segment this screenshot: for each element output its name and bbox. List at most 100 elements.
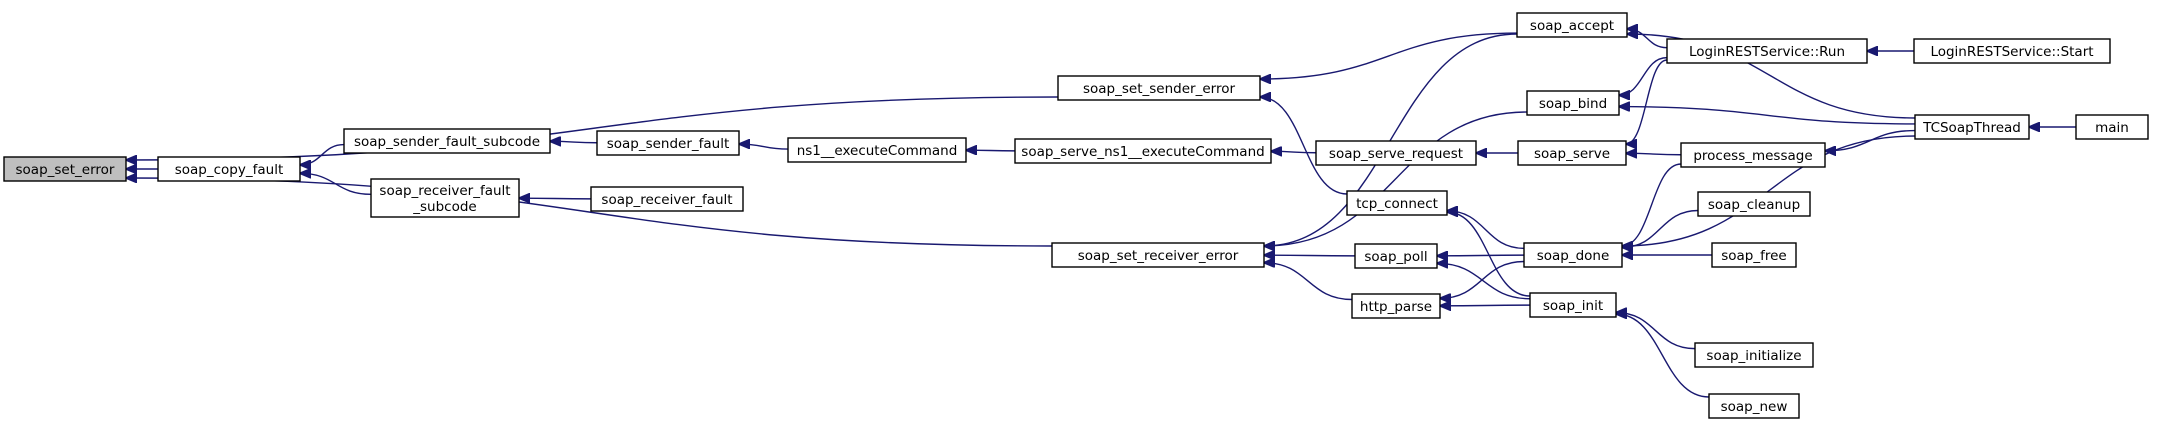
node-label: soap_set_receiver_error bbox=[1078, 248, 1239, 264]
node-soap-set-sender-error[interactable]: soap_set_sender_error bbox=[1057, 75, 1261, 101]
node-label: soap_serve_ns1__executeCommand bbox=[1021, 144, 1264, 160]
edge-soap-initialize-to-soap-init bbox=[1616, 313, 1696, 350]
node-label: soap_init bbox=[1543, 298, 1603, 314]
node-label: soap_serve_request bbox=[1329, 146, 1463, 162]
node-soap-done[interactable]: soap_done bbox=[1523, 242, 1623, 268]
edge-soap-sender-fault-to-soap-sender-fault-subcode bbox=[550, 141, 598, 142]
node-soap-copy-fault[interactable]: soap_copy_fault bbox=[157, 156, 301, 182]
node-box bbox=[590, 186, 744, 212]
node-label: process_message bbox=[1693, 148, 1812, 164]
node-label: TCSoapThread bbox=[1922, 120, 2021, 136]
edge-soap-receiver-fault-subcode-to-soap-copy-fault bbox=[300, 173, 372, 196]
node-label: tcp_connect bbox=[1356, 196, 1438, 212]
node-tcp-connect[interactable]: tcp_connect bbox=[1346, 190, 1448, 216]
nodes-layer: soap_set_error soap_copy_fault soap_set_se… bbox=[3, 12, 2149, 419]
edge-soap-set-sender-error-to-soap-set-error bbox=[126, 96, 1059, 160]
edge-tcsoapthread-to-soap-accept bbox=[1627, 34, 1916, 119]
node-box bbox=[2075, 114, 2149, 140]
node-label: soap_cleanup bbox=[1708, 197, 1800, 213]
node-box bbox=[596, 130, 740, 156]
node-label: soap_free bbox=[1721, 248, 1787, 264]
node-box bbox=[370, 178, 520, 218]
edge-soap-init-to-tcp-connect bbox=[1447, 212, 1531, 297]
edge-soap-init-to-http-parse bbox=[1440, 305, 1531, 306]
edge-soap-serve-request-to-soap-serve-ns1-executecommand bbox=[1271, 151, 1317, 152]
node-label: soap_receiver_fault bbox=[379, 183, 510, 199]
node-soap-cleanup[interactable]: soap_cleanup bbox=[1697, 191, 1811, 217]
node-soap-sender-fault-subcode[interactable]: soap_sender_fault_subcode bbox=[343, 128, 551, 154]
edge-soap-poll-to-soap-set-receiver-error bbox=[1264, 255, 1356, 256]
node-soap-free[interactable]: soap_free bbox=[1711, 242, 1797, 268]
node-process-message[interactable]: process_message bbox=[1680, 142, 1826, 168]
node-label: soap_sender_fault_subcode bbox=[354, 134, 540, 150]
edge-soap-done-to-tcp-connect bbox=[1447, 211, 1525, 250]
node-http-parse[interactable]: http_parse bbox=[1351, 293, 1441, 319]
node-soap-new[interactable]: soap_new bbox=[1708, 393, 1800, 419]
edge-loginrestservice-run-to-soap-accept bbox=[1627, 29, 1668, 49]
edge-tcsoapthread-to-soap-done bbox=[1622, 135, 1916, 246]
node-box bbox=[1526, 90, 1620, 116]
node-soap-sender-fault[interactable]: soap_sender_fault bbox=[596, 130, 740, 156]
node-label: soap_set_error bbox=[16, 162, 115, 178]
node-box bbox=[1529, 292, 1617, 318]
node-box bbox=[1708, 393, 1800, 419]
node-box bbox=[3, 156, 127, 182]
node-label: main bbox=[2095, 120, 2129, 136]
node-soap-serve[interactable]: soap_serve bbox=[1517, 140, 1627, 166]
node-soap-serve-ns1-executecommand[interactable]: soap_serve_ns1__executeCommand bbox=[1014, 138, 1272, 164]
node-label: soap_receiver_fault bbox=[601, 192, 732, 208]
edge-soap-accept-to-soap-set-receiver-error bbox=[1264, 33, 1518, 246]
node-box bbox=[1694, 342, 1814, 368]
node-box bbox=[1354, 243, 1438, 269]
node-label: soap_serve bbox=[1534, 146, 1610, 162]
edges-layer bbox=[126, 29, 2076, 398]
node-label: soap_copy_fault bbox=[175, 162, 284, 178]
node-label: soap_initialize bbox=[1706, 348, 1801, 364]
edge-http-parse-to-soap-set-receiver-error bbox=[1264, 263, 1353, 301]
node-box bbox=[1057, 75, 1261, 101]
edge-tcp-connect-to-soap-set-sender-error bbox=[1260, 97, 1348, 195]
edge-soap-sender-fault-subcode-to-soap-copy-fault bbox=[300, 143, 345, 165]
node-box bbox=[787, 137, 967, 163]
node-soap-set-error[interactable]: soap_set_error bbox=[3, 156, 127, 182]
node-label: soap_new bbox=[1721, 399, 1788, 415]
node-loginrestservice-run[interactable]: LoginRESTService::Run bbox=[1666, 38, 1868, 64]
edge-process-message-to-soap-done bbox=[1622, 163, 1682, 246]
node-soap-bind[interactable]: soap_bind bbox=[1526, 90, 1620, 116]
node-main[interactable]: main bbox=[2075, 114, 2149, 140]
node-box bbox=[1914, 114, 2030, 140]
edge-tcsoapthread-to-soap-bind bbox=[1619, 107, 1916, 125]
node-soap-initialize[interactable]: soap_initialize bbox=[1694, 342, 1814, 368]
node-soap-accept[interactable]: soap_accept bbox=[1516, 12, 1628, 38]
node-label: soap_done bbox=[1537, 248, 1610, 264]
edge-soap-bind-to-soap-set-receiver-error bbox=[1264, 111, 1528, 246]
node-label: soap_bind bbox=[1539, 96, 1607, 112]
edge-soap-new-to-soap-init bbox=[1616, 314, 1710, 398]
node-label: _subcode bbox=[412, 199, 476, 215]
node-loginrestservice-start[interactable]: LoginRESTService::Start bbox=[1913, 38, 2111, 64]
node-label: http_parse bbox=[1360, 299, 1432, 315]
node-box bbox=[1913, 38, 2111, 64]
node-soap-receiver-fault[interactable]: soap_receiver_fault bbox=[590, 186, 744, 212]
node-label: soap_accept bbox=[1530, 18, 1614, 34]
node-box bbox=[1351, 293, 1441, 319]
edge-soap-done-to-http-parse bbox=[1440, 260, 1525, 299]
node-tcsoapthread[interactable]: TCSoapThread bbox=[1914, 114, 2030, 140]
node-box bbox=[343, 128, 551, 154]
node-ns1-executecommand[interactable]: ns1__executeCommand bbox=[787, 137, 967, 163]
node-box bbox=[1346, 190, 1448, 216]
node-box bbox=[1666, 38, 1868, 64]
node-box bbox=[157, 156, 301, 182]
node-soap-init[interactable]: soap_init bbox=[1529, 292, 1617, 318]
node-box bbox=[1680, 142, 1826, 168]
node-soap-set-receiver-error[interactable]: soap_set_receiver_error bbox=[1051, 242, 1265, 268]
node-label: soap_poll bbox=[1364, 249, 1427, 265]
node-box bbox=[1517, 140, 1627, 166]
node-box bbox=[1711, 242, 1797, 268]
node-soap-serve-request[interactable]: soap_serve_request bbox=[1315, 140, 1477, 166]
node-soap-poll[interactable]: soap_poll bbox=[1354, 243, 1438, 269]
edge-soap-receiver-fault-to-soap-receiver-fault-subcode bbox=[519, 198, 592, 199]
edge-process-message-to-soap-serve bbox=[1626, 153, 1682, 154]
node-soap-receiver-fault-subcode[interactable]: soap_receiver_fault_subcode bbox=[370, 178, 520, 218]
node-label: LoginRESTService::Run bbox=[1689, 44, 1845, 60]
